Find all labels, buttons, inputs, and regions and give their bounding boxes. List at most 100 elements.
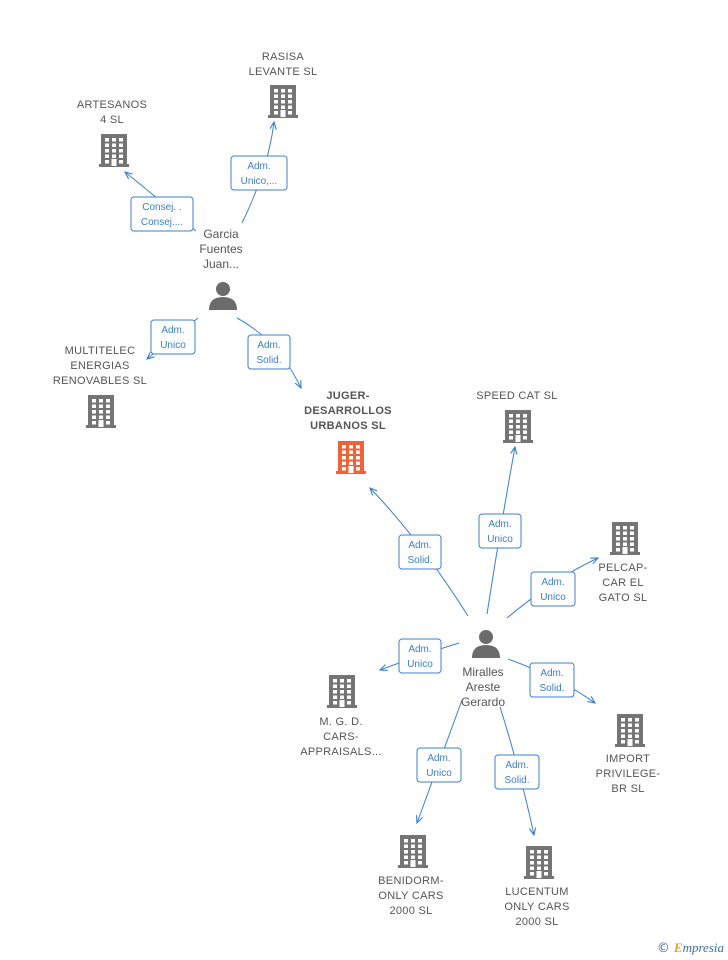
edge-label-text: Consej....: [141, 217, 183, 228]
node-label-line: PELCAP-: [598, 562, 647, 574]
node-label-line: ARTESANOS: [77, 99, 147, 111]
edge-label-text: Solid.: [504, 775, 529, 786]
building-icon: [86, 395, 116, 428]
edge-label-text: Adm.: [427, 753, 450, 764]
person-icon: [209, 282, 237, 310]
edge-label-text: Adm.: [488, 519, 511, 530]
edge-label-text: Adm.: [408, 644, 431, 655]
node-label-line: APPRAISALS...: [300, 746, 382, 758]
node-label-line: BENIDORM-: [378, 875, 444, 887]
edge-label-miralles-to-benidorm[interactable]: Adm. Unico: [416, 747, 462, 783]
node-label-line: Garcia: [203, 227, 239, 241]
edge-label-box: [398, 534, 442, 570]
node-artesanos[interactable]: ARTESANOS 4 SL: [77, 99, 147, 167]
edge-label-miralles-to-import[interactable]: Adm.Solid.: [529, 662, 575, 698]
node-label-line: Miralles: [462, 665, 503, 679]
node-label-line: 2000 SL: [515, 916, 558, 928]
node-garcia[interactable]: GarciaFuentesJuan...: [199, 227, 243, 310]
edges-layer: [125, 122, 598, 835]
edge-label-box: [130, 196, 194, 232]
edge-label-text: Adm.: [505, 760, 528, 771]
edge-label-text: Adm.: [540, 668, 563, 679]
node-label-line: RENOVABLES SL: [53, 375, 147, 387]
edge-label-miralles-to-mgd[interactable]: Adm. Unico: [398, 638, 442, 674]
edge-label-text: Adm.: [408, 540, 431, 551]
node-label-line: RASISA: [262, 51, 305, 63]
edge-label-miralles-to-pelcap[interactable]: Adm. Unico: [530, 571, 576, 607]
building-icon: [398, 835, 428, 868]
building-icon: [524, 846, 554, 879]
brand-initial: E: [673, 940, 683, 955]
edge-label-box: [416, 747, 462, 783]
node-label-line: ONLY CARS: [378, 890, 443, 902]
person-icon: [472, 630, 500, 658]
node-label-line: ENERGIAS: [70, 360, 129, 372]
node-label-line: IMPORT: [606, 753, 650, 765]
node-label-line: DESARROLLOS: [304, 405, 392, 417]
node-lucentum[interactable]: LUCENTUM ONLY CARS 2000 SL: [504, 846, 569, 928]
node-label-line: ONLY CARS: [504, 901, 569, 913]
node-rasisa[interactable]: RASISA LEVANTE SL: [249, 51, 318, 118]
edge-label-text: Unico: [540, 592, 566, 603]
node-label-line: SPEED CAT SL: [476, 390, 557, 402]
node-label-line: PRIVILEGE-: [596, 768, 661, 780]
edge-label-text: Unico,...: [241, 176, 278, 187]
node-label-line: LEVANTE SL: [249, 66, 318, 78]
edge-label-text: Unico: [426, 768, 452, 779]
nodes-layer: RASISA LEVANTE SL ARTESANOS 4 SL MULTITELEC E…: [53, 51, 660, 928]
edge-label-box: [230, 155, 288, 191]
node-label-line: GATO SL: [599, 592, 648, 604]
node-label-line: BR SL: [611, 783, 644, 795]
node-label-line: JUGER-: [326, 390, 369, 402]
edge-label-box: [247, 334, 291, 370]
edge-label-text: Solid.: [256, 355, 281, 366]
edge-label-text: Unico: [160, 340, 186, 351]
node-mgd[interactable]: M. G. D. CARS- APPRAISALS...: [300, 675, 382, 758]
building-icon: [336, 441, 366, 474]
building-icon: [615, 714, 645, 747]
edge-label-box: [398, 638, 442, 674]
node-label-line: Fuentes: [199, 242, 242, 256]
node-label-line: LUCENTUM: [505, 886, 569, 898]
edge-label-garcia-to-multitelec[interactable]: Adm. Unico: [150, 319, 196, 355]
edge-label-box: [494, 754, 540, 790]
node-speedcat[interactable]: SPEED CAT SL: [476, 390, 557, 443]
edge-label-text: Unico: [487, 534, 513, 545]
edge-label-text: Adm.: [247, 161, 270, 172]
edge-label-box: [478, 513, 522, 549]
edge-label-miralles-to-lucentum[interactable]: Adm. Solid.: [494, 754, 540, 790]
node-label-line: URBANOS SL: [310, 420, 386, 432]
building-icon: [268, 85, 298, 118]
edge-labels-layer: Adm. Unico,... Consej. . Consej.... Adm. Unic…: [130, 155, 576, 790]
edge-label-garcia-to-artesanos[interactable]: Consej. . Consej....: [130, 196, 194, 232]
edge-label-miralles-to-speedcat[interactable]: Adm. Unico: [478, 513, 522, 549]
node-label-line: Juan...: [203, 257, 239, 271]
node-label-line: 4 SL: [100, 114, 124, 126]
node-label-line: MULTITELEC: [65, 345, 136, 357]
brand-credit[interactable]: ©Empresia: [657, 940, 724, 956]
edge-label-text: Adm.: [257, 340, 280, 351]
node-label-line: M. G. D.: [319, 716, 362, 728]
edge-label-miralles-to-juger[interactable]: Adm.Solid.: [398, 534, 442, 570]
node-multitelec[interactable]: MULTITELEC ENERGIAS RENOVABLES SL: [53, 345, 147, 428]
edge-label-box: [529, 662, 575, 698]
edge-label-text: Consej. .: [142, 202, 181, 213]
node-import[interactable]: IMPORT PRIVILEGE- BR SL: [596, 714, 661, 795]
node-label-line: Gerardo: [461, 695, 505, 709]
edge-label-garcia-to-rasisa[interactable]: Adm. Unico,...: [230, 155, 288, 191]
node-label-line: CARS-: [323, 731, 359, 743]
edge-label-box: [150, 319, 196, 355]
edge-label-text: Adm.: [161, 325, 184, 336]
edge-label-box: [530, 571, 576, 607]
building-icon: [610, 522, 640, 555]
building-icon: [99, 134, 129, 167]
edge-label-text: Unico: [407, 659, 433, 670]
edge-label-text: Adm.: [541, 577, 564, 588]
node-juger[interactable]: JUGER- DESARROLLOS URBANOS SL: [304, 390, 392, 474]
copyright-icon: ©: [656, 941, 670, 956]
edge-label-garcia-to-juger[interactable]: Adm. Solid.: [247, 334, 291, 370]
